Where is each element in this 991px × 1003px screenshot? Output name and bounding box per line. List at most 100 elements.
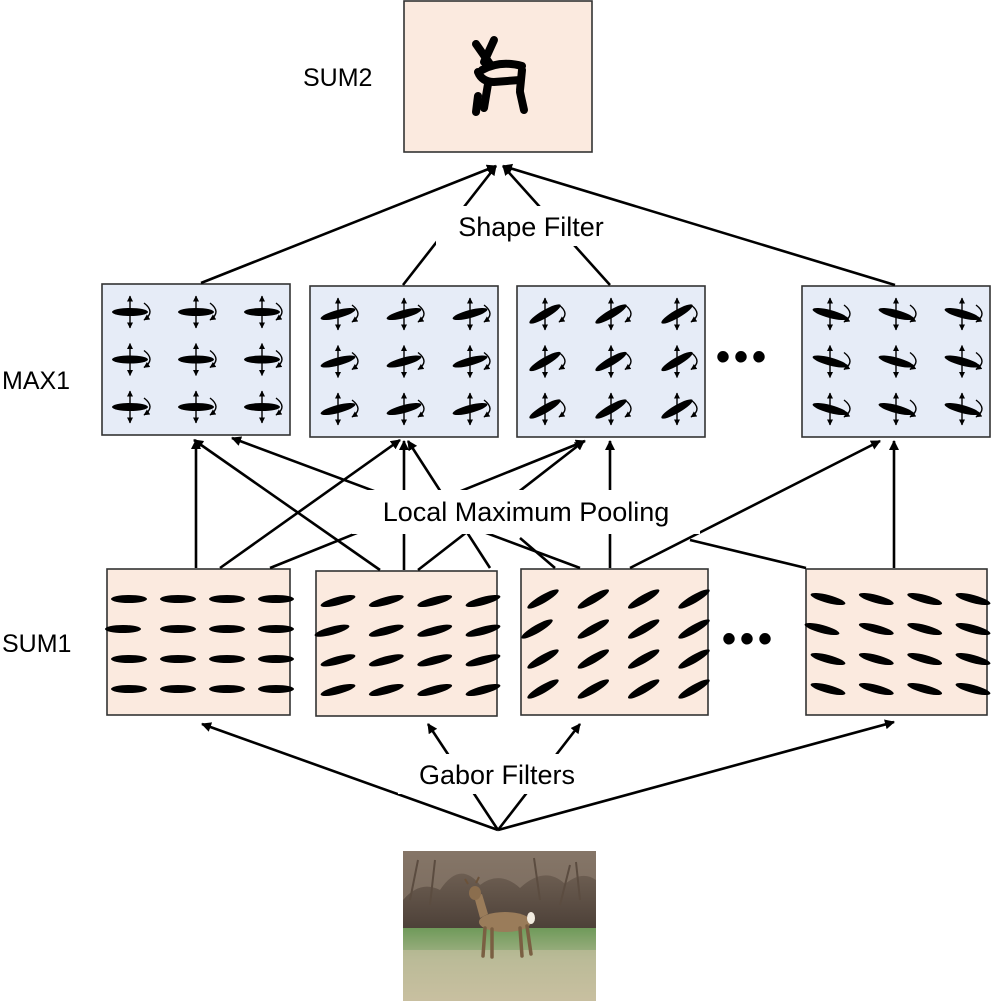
gabor-response-blob <box>160 655 196 663</box>
local-max-pooling-label: Local Maximum Pooling <box>383 497 670 527</box>
gabor-response-blob <box>678 589 710 609</box>
pooled-response-unit <box>386 297 425 331</box>
arrow-max1-1-to-sum2 <box>200 164 497 285</box>
pooled-response-unit <box>812 297 851 331</box>
arrow-max1-4-to-sum2 <box>502 163 896 287</box>
max1-ellipsis: ••• <box>716 335 770 379</box>
max1-label: MAX1 <box>2 367 70 395</box>
pooled-response-unit <box>178 295 217 329</box>
pooled-response-unit <box>452 297 491 331</box>
sum2-box <box>403 0 593 153</box>
sum1-gabor-responses <box>105 589 991 699</box>
pooled-response-unit <box>529 297 566 331</box>
pooled-response-unit <box>320 297 359 331</box>
pooled-response-unit <box>320 345 359 378</box>
sum1-ellipsis: ••• <box>722 617 776 661</box>
gabor-response-blob <box>577 679 610 699</box>
gabor-response-blob <box>105 625 141 633</box>
sum1-box-1 <box>106 568 291 716</box>
max1-pooled-responses <box>112 295 983 426</box>
arrow-image-to-sum1-1 <box>201 722 499 832</box>
gabor-response-blob <box>258 625 294 633</box>
gabor-response-blob <box>209 655 245 663</box>
gabor-response-blob <box>955 592 991 606</box>
gabor-response-blob <box>111 685 147 693</box>
pooled-response-unit <box>878 392 917 426</box>
gabor-response-blob <box>209 685 245 693</box>
arrow-sum1-4-to-max1-3-stub <box>689 538 807 570</box>
gabor-response-blob <box>417 683 453 697</box>
gabor-response-blob <box>627 679 660 699</box>
gabor-response-blob <box>907 592 943 606</box>
gabor-response-blob <box>678 679 710 699</box>
arrow-sum1-1-to-max1-2 <box>219 438 401 570</box>
pooled-response-unit <box>244 343 283 376</box>
gabor-response-blob <box>858 682 894 696</box>
gabor-response-blob <box>111 595 147 603</box>
pooled-response-unit <box>452 345 491 378</box>
gabor-response-blob <box>465 683 501 697</box>
pooled-response-unit <box>529 392 566 426</box>
pooled-response-unit <box>661 297 698 331</box>
gabor-response-blob <box>577 589 610 609</box>
gabor-response-blob <box>320 654 356 667</box>
arrow-sum1-3-to-max1-4 <box>629 439 881 570</box>
gabor-response-blob <box>417 594 453 608</box>
pooled-response-unit <box>944 392 983 426</box>
arrow-sum1-2-to-max1-1 <box>193 438 381 572</box>
gabor-response-blob <box>160 685 196 693</box>
gabor-response-blob <box>678 619 710 639</box>
gabor-response-blob <box>521 619 553 639</box>
gabor-response-blob <box>627 649 660 669</box>
gabor-response-blob <box>907 622 943 636</box>
gabor-response-blob <box>320 683 356 697</box>
gabor-response-blob <box>955 622 991 636</box>
gabor-response-blob <box>368 683 404 697</box>
gabor-response-blob <box>627 619 660 639</box>
pooled-response-unit <box>661 345 698 378</box>
gabor-response-blob <box>368 594 404 608</box>
gabor-response-blob <box>907 682 943 696</box>
gabor-response-blob <box>417 624 453 637</box>
pooled-response-unit <box>112 390 151 424</box>
pooled-response-unit <box>244 390 283 424</box>
pooled-response-unit <box>944 345 983 378</box>
pooled-response-unit <box>386 392 425 426</box>
gabor-response-blob <box>678 649 710 669</box>
gabor-response-blob <box>810 592 846 606</box>
shape-filter-label: Shape Filter <box>458 212 604 242</box>
gabor-response-blob <box>417 654 453 667</box>
gabor-response-blob <box>111 655 147 663</box>
gabor-response-blob <box>804 622 840 636</box>
pooled-response-unit <box>178 390 217 424</box>
pooled-response-unit <box>244 295 283 329</box>
gabor-response-blob <box>858 592 894 606</box>
sum1-box-3 <box>520 568 709 716</box>
gabor-response-blob <box>955 682 991 696</box>
pooled-response-unit <box>878 297 917 331</box>
gabor-response-blob <box>465 594 501 608</box>
arrow-sum1-3-to-max1-2-stub <box>519 537 556 569</box>
deer-photo-icon <box>403 851 596 1001</box>
pooled-response-unit <box>112 343 151 376</box>
gabor-response-blob <box>858 652 894 666</box>
gabor-response-blob <box>160 625 196 633</box>
gabor-response-blob <box>810 652 846 666</box>
sum2-label: SUM2 <box>303 64 372 92</box>
pooled-response-unit <box>452 392 491 426</box>
pooled-response-unit <box>386 345 425 378</box>
arrow-image-to-sum1-4 <box>497 719 895 832</box>
gabor-response-blob <box>209 595 245 603</box>
sum1-label: SUM1 <box>2 630 71 658</box>
pooled-response-unit <box>595 392 632 426</box>
gabor-response-blob <box>258 685 294 693</box>
gabor-response-blob <box>258 655 294 663</box>
gabor-response-blob <box>465 624 501 637</box>
sum1-box-2 <box>315 570 498 717</box>
pooled-response-unit <box>812 392 851 426</box>
gabor-response-blob <box>527 649 559 669</box>
gabor-response-blob <box>907 652 943 666</box>
gabor-response-blob <box>368 624 404 637</box>
gabor-response-blob <box>368 654 404 667</box>
